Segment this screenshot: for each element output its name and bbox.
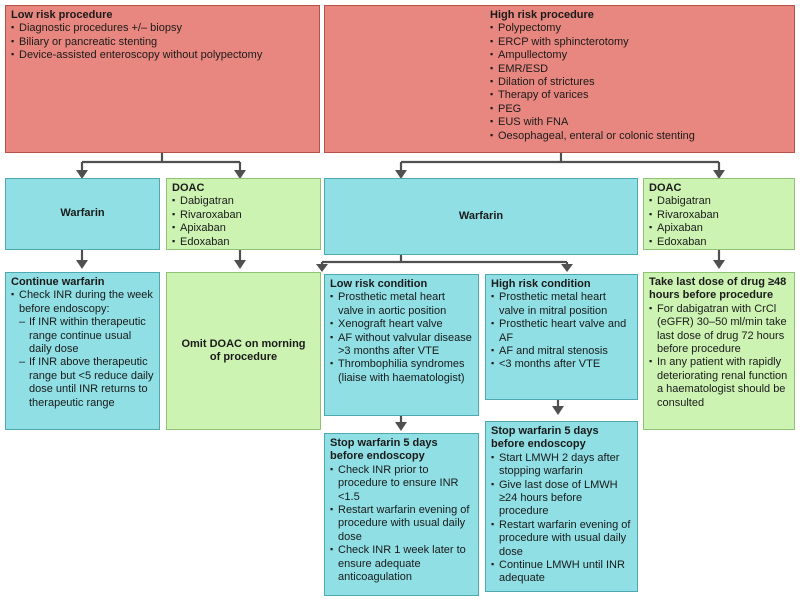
low-risk-procedure-list: Diagnostic procedures +/– biopsy Biliary…: [11, 22, 314, 62]
high-risk-condition-title: High risk condition: [491, 278, 591, 290]
high-doac-list: Dabigatran Rivaroxaban Apixaban Edoxaban: [649, 195, 789, 249]
list-item: Rivaroxaban: [172, 209, 315, 222]
continue-warfarin-title: Continue warfarin: [11, 276, 105, 288]
list-item: Apixaban: [649, 222, 789, 235]
list-item: Check INR during the week before endosco…: [11, 289, 154, 316]
low-doac-box: DOAC Dabigatran Rivaroxaban Apixaban Edo…: [166, 178, 321, 250]
take-last-dose-box: Take last dose of drug ≥48 hours before …: [643, 272, 795, 430]
list-item: Prosthetic metal heart valve in aortic p…: [330, 291, 473, 318]
list-item: Dabigatran: [649, 195, 789, 208]
list-item: AF without valvular disease >3 months af…: [330, 332, 473, 359]
list-item: Check INR prior to procedure to ensure I…: [330, 464, 473, 504]
stop-warfarin-high-title: Stop warfarin 5 days before endoscopy: [491, 425, 599, 451]
list-item: Check INR 1 week later to ensure adequat…: [330, 544, 473, 584]
low-risk-condition-title: Low risk condition: [330, 278, 428, 290]
list-item: Apixaban: [172, 222, 315, 235]
list-item: Diagnostic procedures +/– biopsy: [11, 22, 314, 35]
list-item: Restart warfarin evening of procedure wi…: [330, 504, 473, 544]
list-item: Give last dose of LMWH ≥24 hours before …: [491, 479, 632, 519]
continue-warfarin-list: Check INR during the week before endosco…: [11, 289, 154, 410]
list-item: Thrombophilia syndromes (liaise with hae…: [330, 358, 473, 385]
low-risk-condition-list: Prosthetic metal heart valve in aortic p…: [330, 291, 473, 385]
list-item: Polypectomy: [490, 22, 789, 35]
low-doac-list: Dabigatran Rivaroxaban Apixaban Edoxaban: [172, 195, 315, 249]
list-item: <3 months after VTE: [491, 358, 632, 371]
list-item: In any patient with rapidly deterioratin…: [649, 356, 789, 410]
list-item: Xenograft heart valve: [330, 318, 473, 331]
list-item: Ampullectomy: [490, 49, 789, 62]
list-item: Restart warfarin evening of procedure wi…: [491, 519, 632, 559]
stop-warfarin-high-list: Start LMWH 2 days after stopping warfari…: [491, 452, 632, 586]
low-risk-procedure-box: Low risk procedure Diagnostic procedures…: [5, 5, 320, 153]
high-risk-procedure-box: High risk procedure Polypectomy ERCP wit…: [324, 5, 795, 153]
list-item: EUS with FNA: [490, 116, 789, 129]
list-item: Oesophageal, enteral or colonic stenting: [490, 130, 789, 143]
list-item: Edoxaban: [649, 236, 789, 249]
stop-warfarin-low-list: Check INR prior to procedure to ensure I…: [330, 464, 473, 585]
list-item: Prosthetic metal heart valve in mitral p…: [491, 291, 632, 318]
stop-warfarin-low-title: Stop warfarin 5 days before endoscopy: [330, 437, 438, 463]
list-item: PEG: [490, 103, 789, 116]
list-item: Therapy of varices: [490, 89, 789, 102]
high-warfarin-box: Warfarin: [324, 178, 638, 255]
list-item: If INR within therapeutic range continue…: [11, 316, 154, 356]
list-item: Device-assisted enteroscopy without poly…: [11, 49, 314, 62]
high-warfarin-label: Warfarin: [458, 209, 504, 222]
low-risk-condition-box: Low risk condition Prosthetic metal hear…: [324, 274, 479, 416]
high-doac-title: DOAC: [649, 182, 682, 194]
omit-doac-label: Omit DOAC on morning of procedure: [181, 337, 306, 363]
low-doac-title: DOAC: [172, 182, 205, 194]
take-last-dose-list: For dabigatran with CrCl (eGFR) 30–50 ml…: [649, 303, 789, 410]
stop-warfarin-high-box: Stop warfarin 5 days before endoscopy St…: [485, 421, 638, 592]
list-item: ERCP with sphincterotomy: [490, 36, 789, 49]
omit-doac-box: Omit DOAC on morning of procedure: [166, 272, 321, 430]
high-risk-procedure-list: Polypectomy ERCP with sphincterotomy Amp…: [490, 22, 789, 143]
list-item: Continue LMWH until INR adequate: [491, 559, 632, 586]
low-warfarin-label: Warfarin: [60, 207, 105, 220]
stop-warfarin-low-box: Stop warfarin 5 days before endoscopy Ch…: [324, 433, 479, 596]
high-doac-box: DOAC Dabigatran Rivaroxaban Apixaban Edo…: [643, 178, 795, 250]
take-last-dose-title: Take last dose of drug ≥48 hours before …: [649, 276, 787, 302]
list-item: AF and mitral stenosis: [491, 345, 632, 358]
list-item: Start LMWH 2 days after stopping warfari…: [491, 452, 632, 479]
list-item: For dabigatran with CrCl (eGFR) 30–50 ml…: [649, 303, 789, 357]
high-risk-condition-list: Prosthetic metal heart valve in mitral p…: [491, 291, 632, 371]
continue-warfarin-box: Continue warfarin Check INR during the w…: [5, 272, 160, 430]
list-item: Edoxaban: [172, 236, 315, 249]
list-item: EMR/ESD: [490, 63, 789, 76]
high-risk-condition-box: High risk condition Prosthetic metal hea…: [485, 274, 638, 400]
list-item: Prosthetic heart valve and AF: [491, 318, 632, 345]
low-risk-procedure-title: Low risk procedure: [11, 9, 113, 21]
high-risk-procedure-title: High risk procedure: [490, 9, 594, 21]
list-item: Rivaroxaban: [649, 209, 789, 222]
low-warfarin-box: Warfarin: [5, 178, 160, 250]
list-item: Biliary or pancreatic stenting: [11, 36, 314, 49]
list-item: Dabigatran: [172, 195, 315, 208]
list-item: Dilation of strictures: [490, 76, 789, 89]
list-item: If INR above therapeutic range but <5 re…: [11, 356, 154, 410]
